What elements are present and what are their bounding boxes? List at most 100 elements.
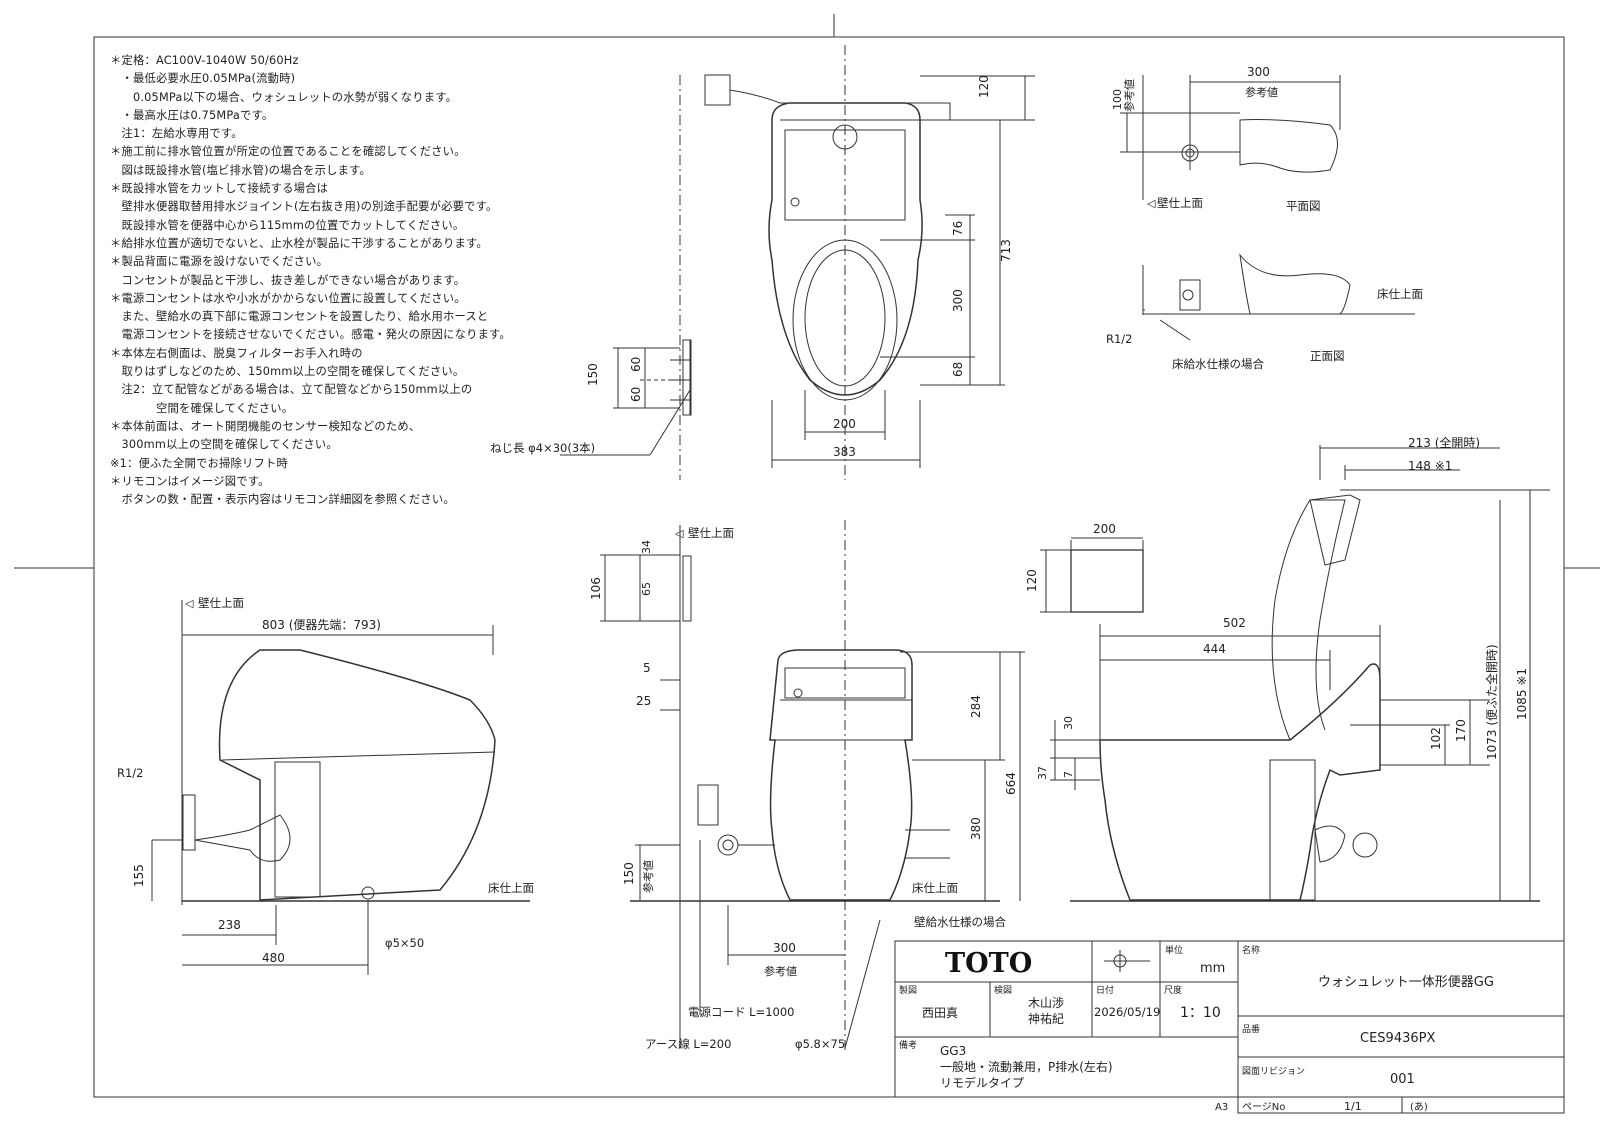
dim-37: 37 [1036,766,1049,780]
dim-803: 803 (便器先端：793) [262,618,381,632]
unit-label: 単位 [1165,944,1183,956]
ref-front: 参考値 [641,860,655,893]
dim-5: 5 [643,661,651,675]
earth-wire-label: アース線 L=200 [645,1037,731,1051]
note-line: ・最低必要水圧0.05MPa(流動時) [110,72,296,86]
dim-1073: 1073 (便ふた全開時) [1484,644,1499,760]
bolt-5-label: φ5×50 [385,936,424,950]
drafter-value: 西田真 [922,1006,958,1020]
page-mark: (あ) [1410,1101,1428,1113]
dim-60a: 60 [629,357,643,372]
dim-502: 502 [1223,616,1246,630]
note-line: ボタンの数・配置・表示内容はリモコン詳細図を参照ください。 [110,493,455,507]
wall-arrow-plan: ◁ [1147,197,1156,210]
dim-30: 30 [1062,716,1075,730]
dim-148: 148 ※1 [1408,459,1452,473]
ref-plan: 参考値 [1245,85,1278,99]
note-line: ＊リモコンはイメージ図です。 [110,474,270,488]
dim-68: 68 [951,362,965,377]
ref-vertical: 参考値 [1122,79,1136,112]
note-line: 壁排水便器取替用排水ジョイント(左右抜き用)の別途手配要が必要です。 [110,200,498,214]
revision-value: 001 [1390,1072,1415,1087]
dim-120-top: 120 [977,75,991,98]
note-line: ※1：便ふた全開でお掃除リフト時 [110,456,289,470]
date-value: 2026/05/19 [1094,1005,1160,1019]
remarks-2: 一般地・流動兼用，P排水(左右) [940,1059,1113,1074]
dim-7: 7 [1062,771,1075,778]
r12-side: R1/2 [117,766,144,780]
remarks-label: 備考 [899,1039,917,1051]
title-block [894,940,1565,1114]
name-label: 名称 [1242,944,1260,956]
date-label: 日付 [1096,985,1114,996]
dim-155: 155 [132,864,146,887]
dim-444: 444 [1203,642,1226,656]
dim-34: 34 [640,540,653,554]
dim-213: 213 (全開時) [1408,435,1480,450]
plan-view-label: 平面図 [1286,199,1321,213]
dim-383: 383 [833,445,856,459]
note-line: 注1：左給水専用です。 [110,127,243,141]
wall-arrow-side: ◁ [185,597,194,610]
dim-106: 106 [589,577,603,600]
note-line: ＊本体左右側面は、脱臭フィルターお手入れ時の [110,346,363,360]
dim-60b: 60 [629,387,643,402]
dim-102: 102 [1429,727,1443,750]
dim-120-box: 120 [1025,569,1039,592]
code-label: 品番 [1242,1023,1260,1035]
remarks-3: リモデルタイプ [940,1075,1024,1090]
scale-value: 1：10 [1180,1005,1221,1021]
note-line: ＊定格：AC100V-1040W 50/60Hz [110,54,299,67]
wall-finish-front: 壁仕上面 [688,526,734,540]
notes-block: ＊定格：AC100V-1040W 50/60Hz ・最低必要水圧0.05MPa(… [110,52,670,509]
checker-label: 検図 [994,984,1012,996]
note-line: また、壁給水の真下部に電源コンセントを設置したり、給水用ホースと [110,310,489,324]
note-line: ＊施工前に排水管位置が所定の位置であることを確認してください。 [110,145,466,159]
dim-76: 76 [951,221,965,236]
wall-supply-label: 壁給水仕様の場合 [914,915,1006,929]
product-name: ウォシュレット一体形便器GG [1318,975,1494,990]
note-line: ＊本体前面は、オート開閉機能のセンサー検知などのため、 [110,419,421,433]
note-line: 取りはずしなどのため、150mm以上の空間を確保してください。 [110,365,465,379]
dim-300-front: 300 [773,941,796,955]
ref-bottom: 参考値 [764,964,797,978]
floor-finish-side: 床仕上面 [488,881,534,895]
top-view [560,45,1035,480]
drafter-label: 製図 [899,984,917,996]
front-view [600,520,1025,1050]
dim-1085: 1085 ※1 [1515,668,1529,720]
dim-65: 65 [640,582,653,596]
note-line: ＊既設排水管をカットして接続する場合は [110,182,329,196]
note-line: 電源コンセントを接続させないでください。感電・発火の原因になります。 [110,328,511,342]
r12-front: R1/2 [1106,332,1133,346]
wall-finish-plan: 壁仕上面 [1157,196,1203,210]
screw-label: ねじ長 φ4×30(3本) [490,441,595,455]
dim-170: 170 [1454,719,1468,742]
note-line: ＊製品背面に電源を設けないでください。 [110,255,329,269]
scale-label: 尺度 [1164,984,1182,996]
note-line: 空間を確保してください。 [110,401,294,415]
sheet-size: A3 [1215,1102,1228,1113]
note-line: 既設排水管を便器中心から115mmの位置でカットしてください。 [110,218,465,232]
note-line: ＊給排水位置が適切でないと、止水栓が製品に干渉することがあります。 [110,236,488,250]
floor-supply-label: 床給水仕様の場合 [1172,357,1264,371]
note-line: 図は既設排水管(塩ビ排水管)の場合を示します。 [110,163,372,177]
dim-100: 100 [1111,89,1124,110]
dim-713: 713 [999,239,1013,262]
revision-label: 図面リビジョン [1242,1066,1305,1077]
note-line: 注2：立て配管などがある場合は、立て配管などから150mm以上の [110,383,473,397]
note-line: ・最高水圧は0.75MPaです。 [110,108,274,122]
sheet-border [93,36,1565,1098]
dim-200-box: 200 [1093,522,1116,536]
dim-150-front: 150 [622,862,636,885]
dim-664: 664 [1004,772,1018,795]
checker-2: 神祐紀 [1028,1012,1064,1026]
checker-1: 木山渉 [1028,995,1064,1010]
side-view-left [151,600,530,975]
dim-238: 238 [218,918,241,932]
front-view-label: 正面図 [1310,349,1345,363]
bolt-58-label: φ5.8×75 [795,1037,845,1051]
power-cord-label: 電源コード L=1000 [688,1005,794,1019]
dim-380: 380 [969,817,983,840]
